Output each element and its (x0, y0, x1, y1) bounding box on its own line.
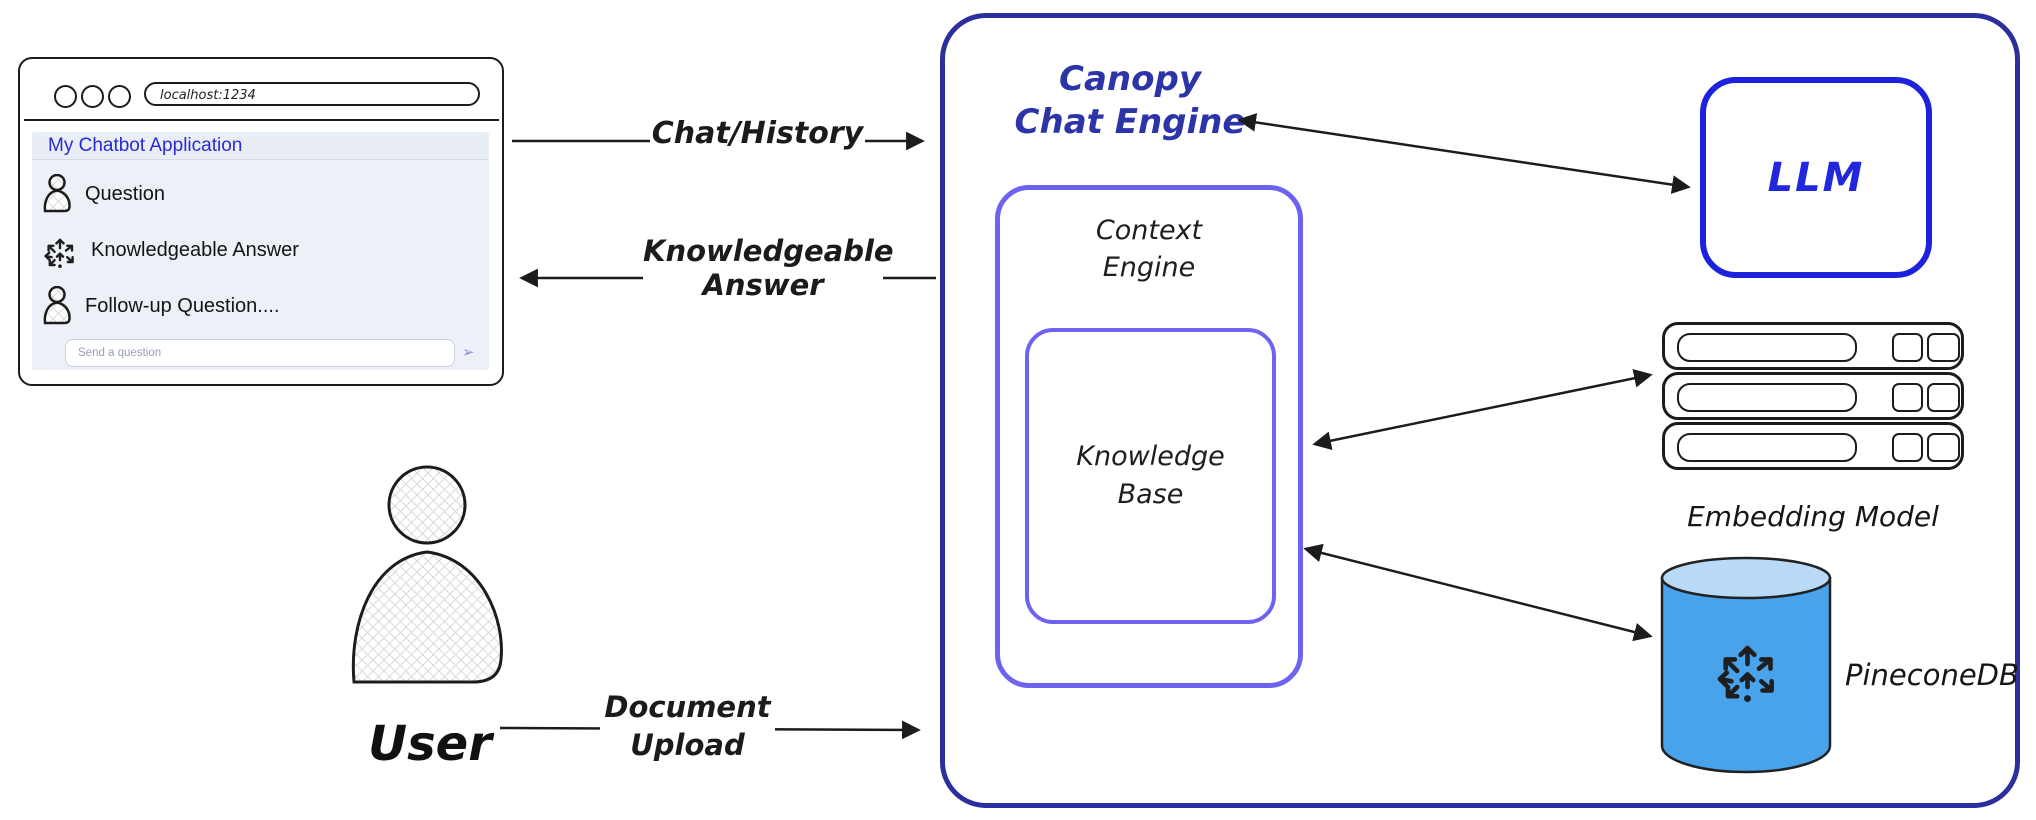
chat-message-row: Question (42, 166, 489, 222)
knowledge-base-label: Knowledge Base (1076, 438, 1224, 514)
server-slot (1677, 383, 1857, 412)
chat-message-text: Follow-up Question.... (85, 294, 280, 317)
user-icon (43, 286, 71, 325)
browser-window: localhost:1234 My Chatbot Application Qu… (18, 57, 504, 386)
server-button (1927, 433, 1960, 462)
server-button (1927, 383, 1960, 412)
chat-app-title: My Chatbot Application (32, 132, 489, 160)
chat-history-label: Chat/History (650, 114, 865, 153)
knowledgeable-label-line2: Answer (702, 268, 824, 302)
server-rack-icon (1662, 422, 1964, 470)
context-label-line1: Context (1095, 215, 1203, 246)
document-upload-label: Document Upload (600, 686, 775, 766)
pinecone-db-label: PineconeDB (1845, 658, 2019, 692)
chat-message-text: Knowledgeable Answer (91, 238, 299, 261)
canopy-chat-engine-box (940, 13, 2020, 808)
kb-label-line1: Knowledge (1076, 441, 1225, 472)
window-control-dot[interactable] (108, 85, 131, 108)
chat-message-list: Question Knowledgeable Answer Follow-up … (32, 160, 489, 334)
server-rack-icon (1662, 322, 1964, 370)
chat-message-row: Follow-up Question.... (42, 278, 489, 334)
chat-panel: My Chatbot Application Question Knowledg… (32, 132, 489, 370)
server-button (1927, 333, 1960, 362)
document-label-line2: Upload (630, 728, 745, 762)
kb-label-line2: Base (1117, 479, 1184, 510)
window-control-dot[interactable] (81, 85, 104, 108)
context-engine-label: Context Engine (1000, 212, 1298, 286)
embedding-model-label: Embedding Model (1687, 500, 1939, 533)
server-slot (1677, 333, 1857, 362)
browser-chrome: localhost:1234 (20, 59, 502, 119)
document-label-line1: Document (604, 690, 771, 724)
llm-box: LLM (1700, 77, 1932, 278)
context-label-line2: Engine (1102, 252, 1196, 283)
window-control-dot[interactable] (54, 85, 77, 108)
question-input[interactable] (65, 339, 455, 367)
llm-label: LLM (1767, 154, 1865, 201)
send-icon[interactable]: ➢ (462, 344, 475, 361)
pinecone-icon (44, 238, 74, 268)
server-button (1892, 383, 1923, 412)
context-engine-box: Context Engine Knowledge Base (995, 185, 1303, 688)
server-rack-icon (1662, 372, 1964, 420)
pinecone-db-cylinder (1660, 556, 1832, 774)
knowledgeable-answer-label: Knowledgeable Answer (643, 232, 894, 304)
canopy-title-line1: Canopy (1059, 59, 1201, 99)
user-label: User (368, 716, 492, 772)
knowledge-base-box: Knowledge Base (1025, 328, 1276, 624)
canopy-title-line2: Chat Engine (1014, 102, 1246, 142)
embedding-model-servers (1662, 322, 1964, 472)
knowledgeable-label-line1: Knowledgeable (643, 234, 894, 268)
chat-message-row: Knowledgeable Answer (42, 222, 489, 278)
canopy-title: Canopy Chat Engine (985, 58, 1275, 144)
server-slot (1677, 433, 1857, 462)
chat-message-text: Question (85, 182, 166, 205)
user-icon (43, 174, 71, 213)
server-button (1892, 433, 1923, 462)
chrome-divider (24, 119, 499, 121)
address-bar[interactable]: localhost:1234 (144, 82, 480, 106)
server-button (1892, 333, 1923, 362)
user-figure (351, 465, 503, 684)
